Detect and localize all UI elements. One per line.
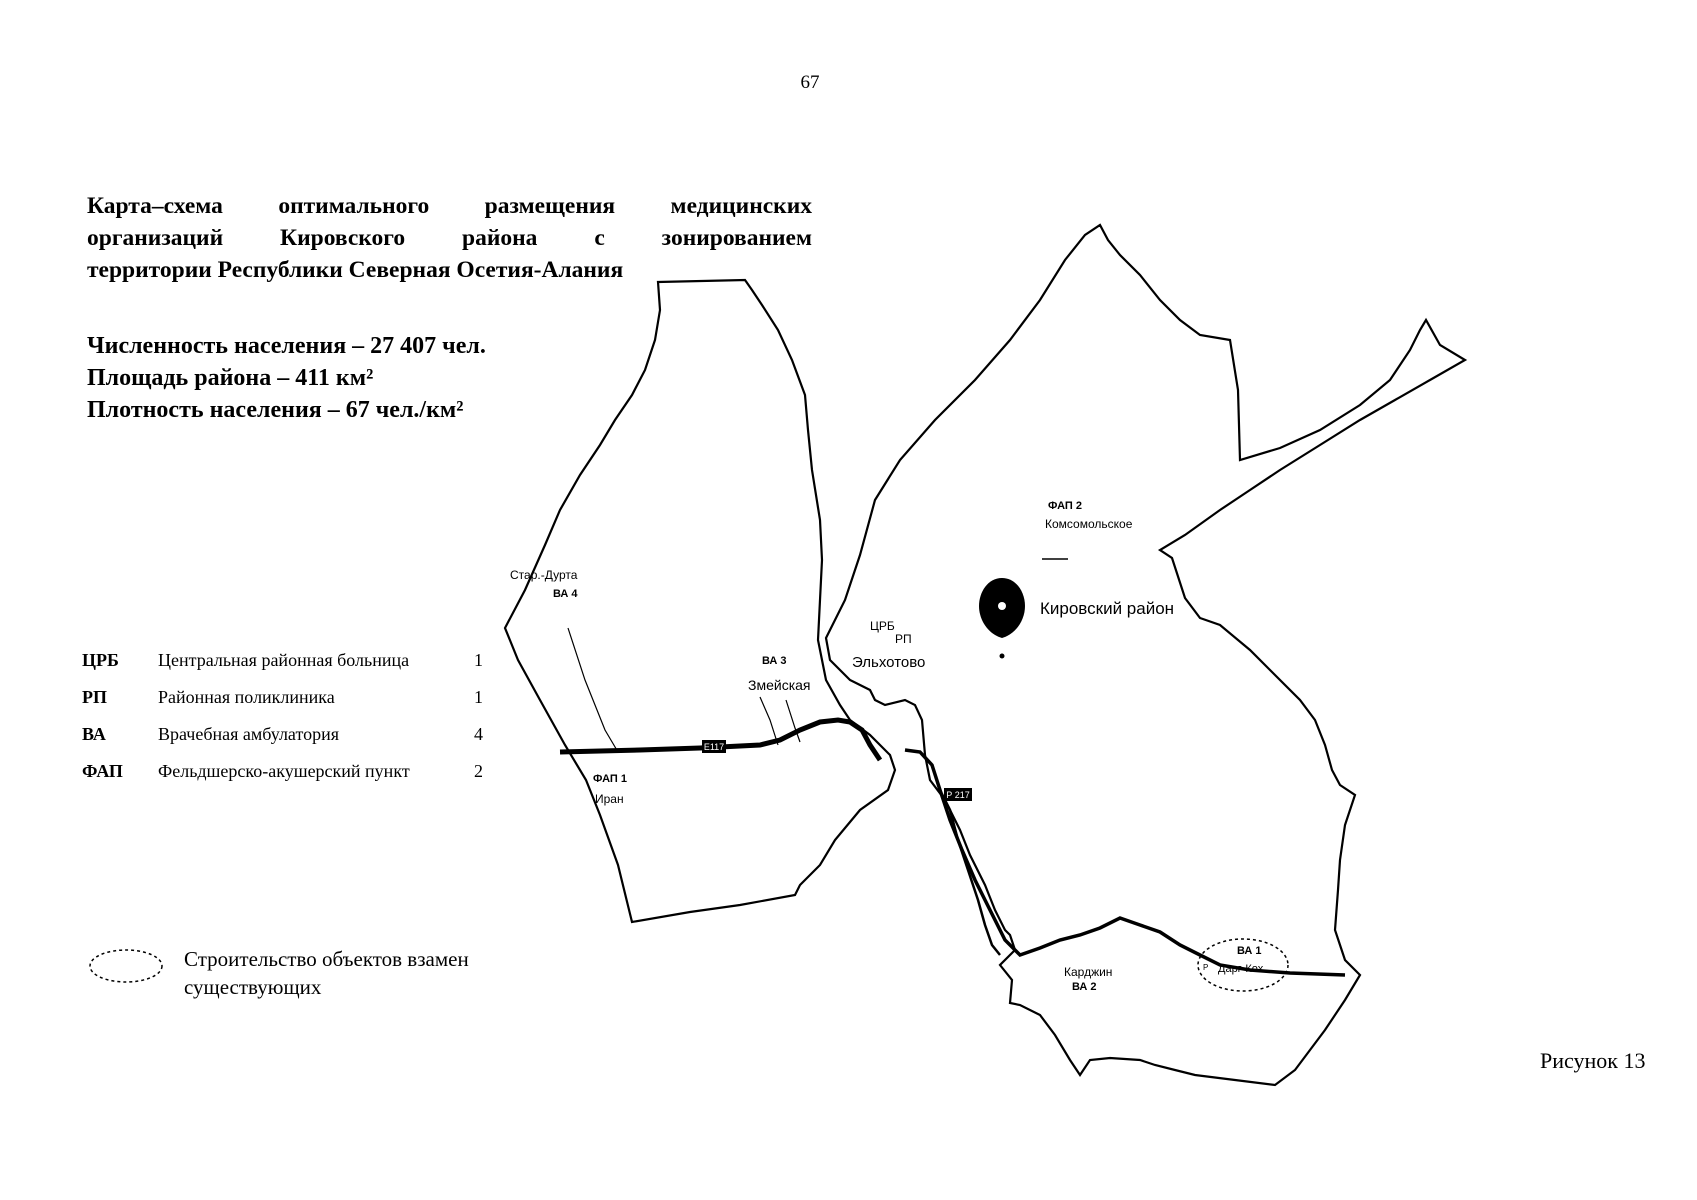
road-marker-r217: Р 217 [944,788,972,801]
population-stat: Численность населения – 27 407 чел. [87,333,486,359]
construction-line-2: существующих [184,975,322,999]
district-boundary-west [503,278,897,924]
title-line-3: территории Республики Северная Осетия-Ал… [87,257,624,283]
legend-count: 4 [474,724,483,744]
va4-code: ВА 4 [553,588,578,600]
legend-count: 1 [474,687,483,707]
va3-name: Змейская [748,677,811,693]
district-center-marker [979,578,1025,659]
va1-code: ВА 1 [1237,945,1262,957]
va1-name: Дарг-Кох [1218,963,1264,975]
road-marker-e117: Е117 [702,740,726,753]
map-pin-point [999,653,1005,659]
legend-count: 1 [474,650,483,670]
legend-desc: Врачебная амбулатория [158,724,339,744]
map-title: Карта–схема оптимального размещения меди… [87,190,812,286]
dashed-ellipse-icon [89,949,163,983]
road-minor-2 [759,696,779,746]
district-boundary-east [824,223,1468,1087]
legend-desc: Фельдшерско-акушерский пункт [158,761,410,781]
density-stat: Плотность населения – 67 чел./км² [87,397,464,423]
fap2-name: Комсомольское [1045,517,1133,531]
va1-construction-ellipse [1197,938,1289,992]
va4-name: Стар.-Дурта [510,568,578,582]
legend-desc: Районная поликлиника [158,687,335,707]
figure-caption: Рисунок 13 [1540,1048,1646,1073]
va2-name: Карджин [1064,965,1112,979]
road-minor-1 [567,627,619,753]
rp-code: РП [895,632,912,646]
title-line-1: Карта–схема оптимального размещения меди… [87,193,812,219]
crb-name: Эльхотово [852,654,925,671]
page-number: 67 [800,72,820,93]
road-minor-3 [785,699,801,743]
road-r217-branch [938,789,1001,956]
legend-abbr: РП [82,687,107,707]
fap1-name: Иран [595,792,624,806]
map-pin-dot [998,602,1006,610]
va2-code: ВА 2 [1072,981,1097,993]
area-stat: Площадь района – 411 км² [87,365,374,391]
va3-code: ВА 3 [762,655,787,667]
title-line-2: организаций Кировского района с зонирова… [87,225,812,251]
legend-abbr: ФАП [82,761,123,781]
fap1-code: ФАП 1 [593,773,627,785]
road-label-r217: Р 217 [946,790,970,800]
road-e117 [559,717,883,762]
road-label-small: Р [1203,963,1208,972]
district-label: Кировский район [1040,599,1174,618]
construction-line-1: Строительство объектов взамен [184,947,469,971]
construction-text: Строительство объектов взамен существующ… [184,945,469,1001]
legend-count: 2 [474,761,483,781]
legend-abbr: ЦРБ [82,650,119,670]
district-stats: Численность населения – 27 407 чел. Площ… [87,330,486,426]
fap2-code: ФАП 2 [1048,500,1082,512]
legend-desc: Центральная районная больница [158,650,410,670]
road-label-e117: Е117 [704,742,724,752]
crb-code: ЦРБ [870,619,895,633]
road-r217 [904,748,1346,977]
legend-abbr: ВА [82,724,106,744]
